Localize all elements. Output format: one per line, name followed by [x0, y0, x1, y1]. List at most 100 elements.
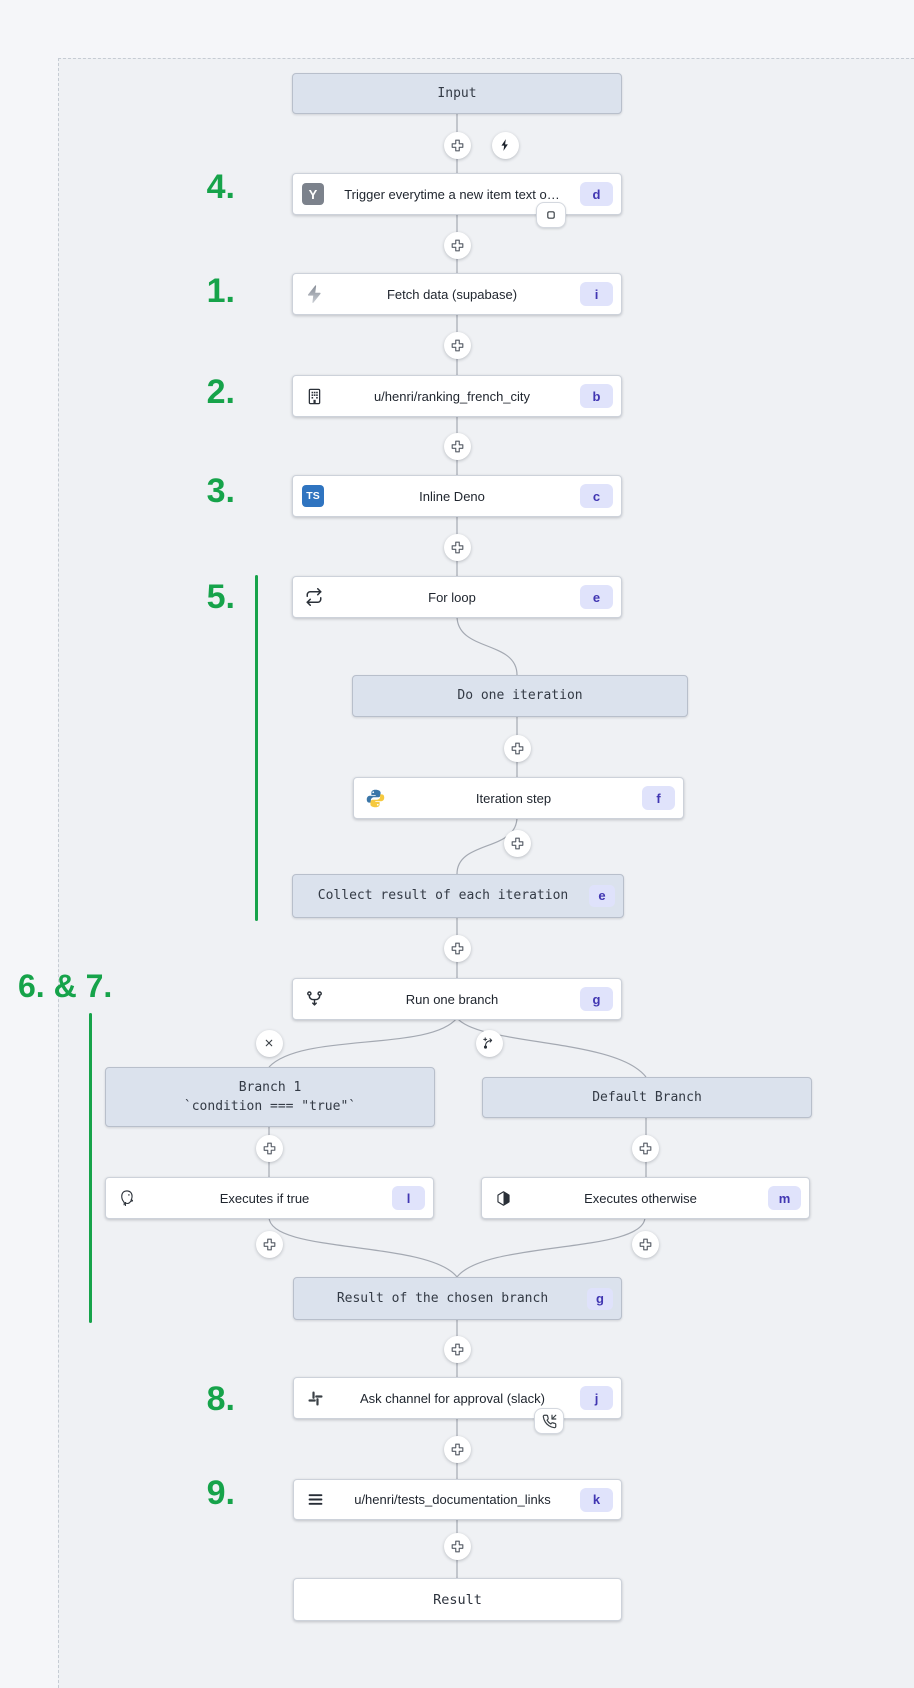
plus-icon	[263, 1142, 275, 1154]
node-label: Run one branch	[405, 991, 499, 1007]
plus-icon	[451, 942, 463, 954]
add-step-button[interactable]	[443, 1532, 471, 1560]
node-label: Iteration step	[475, 790, 552, 806]
collect-result-node[interactable]: Collect result of each iteration e	[292, 874, 624, 918]
stop-early-button[interactable]	[536, 202, 566, 228]
postgresql-icon	[115, 1186, 139, 1210]
slack-icon	[303, 1386, 327, 1410]
node-label: Inline Deno	[419, 488, 485, 504]
add-step-button[interactable]	[443, 432, 471, 460]
plus-icon	[451, 1540, 463, 1552]
branch-1-condition: `condition === "true"`	[183, 1099, 357, 1114]
add-branch-icon	[483, 1037, 493, 1049]
plus-icon	[639, 1142, 651, 1154]
plus-icon	[451, 139, 463, 151]
node-for-loop[interactable]: For loop e	[292, 576, 622, 618]
typescript-icon: TS	[302, 485, 324, 507]
menu-icon	[303, 1488, 327, 1512]
add-step-button[interactable]	[443, 1435, 471, 1463]
branch-icon	[302, 987, 326, 1011]
collect-result-label: Collect result of each iteration	[317, 888, 569, 904]
node-badge: g	[587, 1287, 613, 1310]
node-badge: i	[580, 282, 613, 306]
add-step-button[interactable]	[255, 1134, 283, 1162]
add-step-button[interactable]	[443, 131, 471, 159]
node-ranking-french-city[interactable]: u/henri/ranking_french_city b	[292, 375, 622, 417]
annotation-step-1: 1.	[206, 272, 235, 310]
node-trigger[interactable]: Y Trigger everytime a new item text o… d	[292, 173, 622, 215]
add-step-button[interactable]	[443, 533, 471, 561]
plus-icon	[511, 742, 523, 754]
annotation-step-3: 3.	[206, 472, 235, 510]
add-step-button[interactable]	[503, 734, 531, 762]
do-one-iteration-node[interactable]: Do one iteration	[352, 675, 688, 717]
node-label: For loop	[428, 589, 476, 605]
add-step-button[interactable]	[443, 934, 471, 962]
trigger-bolt-button[interactable]	[491, 131, 519, 159]
plus-icon	[511, 837, 523, 849]
node-label: Executes if true	[219, 1190, 310, 1206]
node-executes-otherwise[interactable]: Executes otherwise m	[481, 1177, 810, 1219]
plus-icon	[639, 1238, 651, 1250]
node-executes-if-true[interactable]: Executes if true l	[105, 1177, 434, 1219]
annotation-bracket-6-7	[89, 1013, 92, 1323]
default-branch-node[interactable]: Default Branch	[482, 1077, 812, 1118]
node-badge: j	[580, 1386, 613, 1410]
node-badge: c	[580, 484, 613, 508]
node-label: Ask channel for approval (slack)	[360, 1390, 545, 1406]
python-icon	[363, 786, 387, 810]
result-node-label: Result	[433, 1591, 482, 1608]
add-step-button[interactable]	[255, 1230, 283, 1258]
annotation-step-6-7: 6. & 7.	[18, 968, 113, 1004]
input-node[interactable]: Input	[292, 73, 622, 114]
plus-icon	[451, 339, 463, 351]
annotation-step-2: 2.	[206, 373, 235, 411]
node-fetch-data[interactable]: Fetch data (supabase) i	[292, 273, 622, 315]
input-node-label: Input	[437, 85, 477, 101]
add-step-button[interactable]	[631, 1134, 659, 1162]
node-badge: b	[580, 384, 613, 408]
plus-icon	[451, 541, 463, 553]
close-icon	[265, 1039, 273, 1047]
add-step-button[interactable]	[443, 331, 471, 359]
annotation-bracket-5	[255, 575, 258, 921]
plus-icon	[451, 239, 463, 251]
node-badge: l	[392, 1186, 425, 1210]
annotation-step-8: 8.	[206, 1380, 235, 1418]
add-step-button[interactable]	[503, 829, 531, 857]
node-label: u/henri/ranking_french_city	[373, 388, 531, 404]
phone-incoming-icon	[542, 1414, 556, 1428]
node-badge: e	[580, 585, 613, 609]
do-one-iteration-label: Do one iteration	[457, 688, 583, 704]
node-badge: e	[589, 885, 615, 907]
add-step-button[interactable]	[443, 231, 471, 259]
plus-icon	[451, 1343, 463, 1355]
node-label: u/henri/tests_documentation_links	[354, 1492, 551, 1507]
node-tests-documentation-links[interactable]: u/henri/tests_documentation_links k	[293, 1479, 622, 1520]
annotation-step-9: 9.	[206, 1474, 235, 1512]
default-branch-label: Default Branch	[592, 1089, 702, 1105]
node-run-one-branch[interactable]: Run one branch g	[292, 978, 622, 1020]
annotation-step-4: 4.	[206, 168, 235, 206]
node-label: Executes otherwise	[584, 1190, 697, 1206]
node-badge: d	[580, 182, 613, 206]
node-ask-approval-slack[interactable]: Ask channel for approval (slack) j	[293, 1377, 622, 1419]
node-label: Fetch data (supabase)	[386, 286, 518, 302]
add-step-button[interactable]	[443, 1335, 471, 1363]
node-iteration-step[interactable]: Iteration step f	[353, 777, 684, 819]
node-inline-deno[interactable]: TS Inline Deno c	[292, 475, 622, 517]
remove-branch-button[interactable]	[255, 1029, 283, 1057]
supabase-icon	[302, 282, 326, 306]
suspend-approval-button[interactable]	[534, 1408, 564, 1434]
result-chosen-branch-node[interactable]: Result of the chosen branch g	[293, 1277, 622, 1320]
node-badge: g	[580, 987, 613, 1011]
loop-icon	[302, 585, 326, 609]
branch-1-node[interactable]: Branch 1 `condition === "true"`	[105, 1067, 435, 1127]
add-branch-button[interactable]	[475, 1029, 503, 1057]
square-icon	[547, 211, 555, 219]
node-badge: f	[642, 786, 675, 810]
annotation-step-5: 5.	[206, 578, 235, 616]
add-step-button[interactable]	[631, 1230, 659, 1258]
result-node[interactable]: Result	[293, 1578, 622, 1621]
